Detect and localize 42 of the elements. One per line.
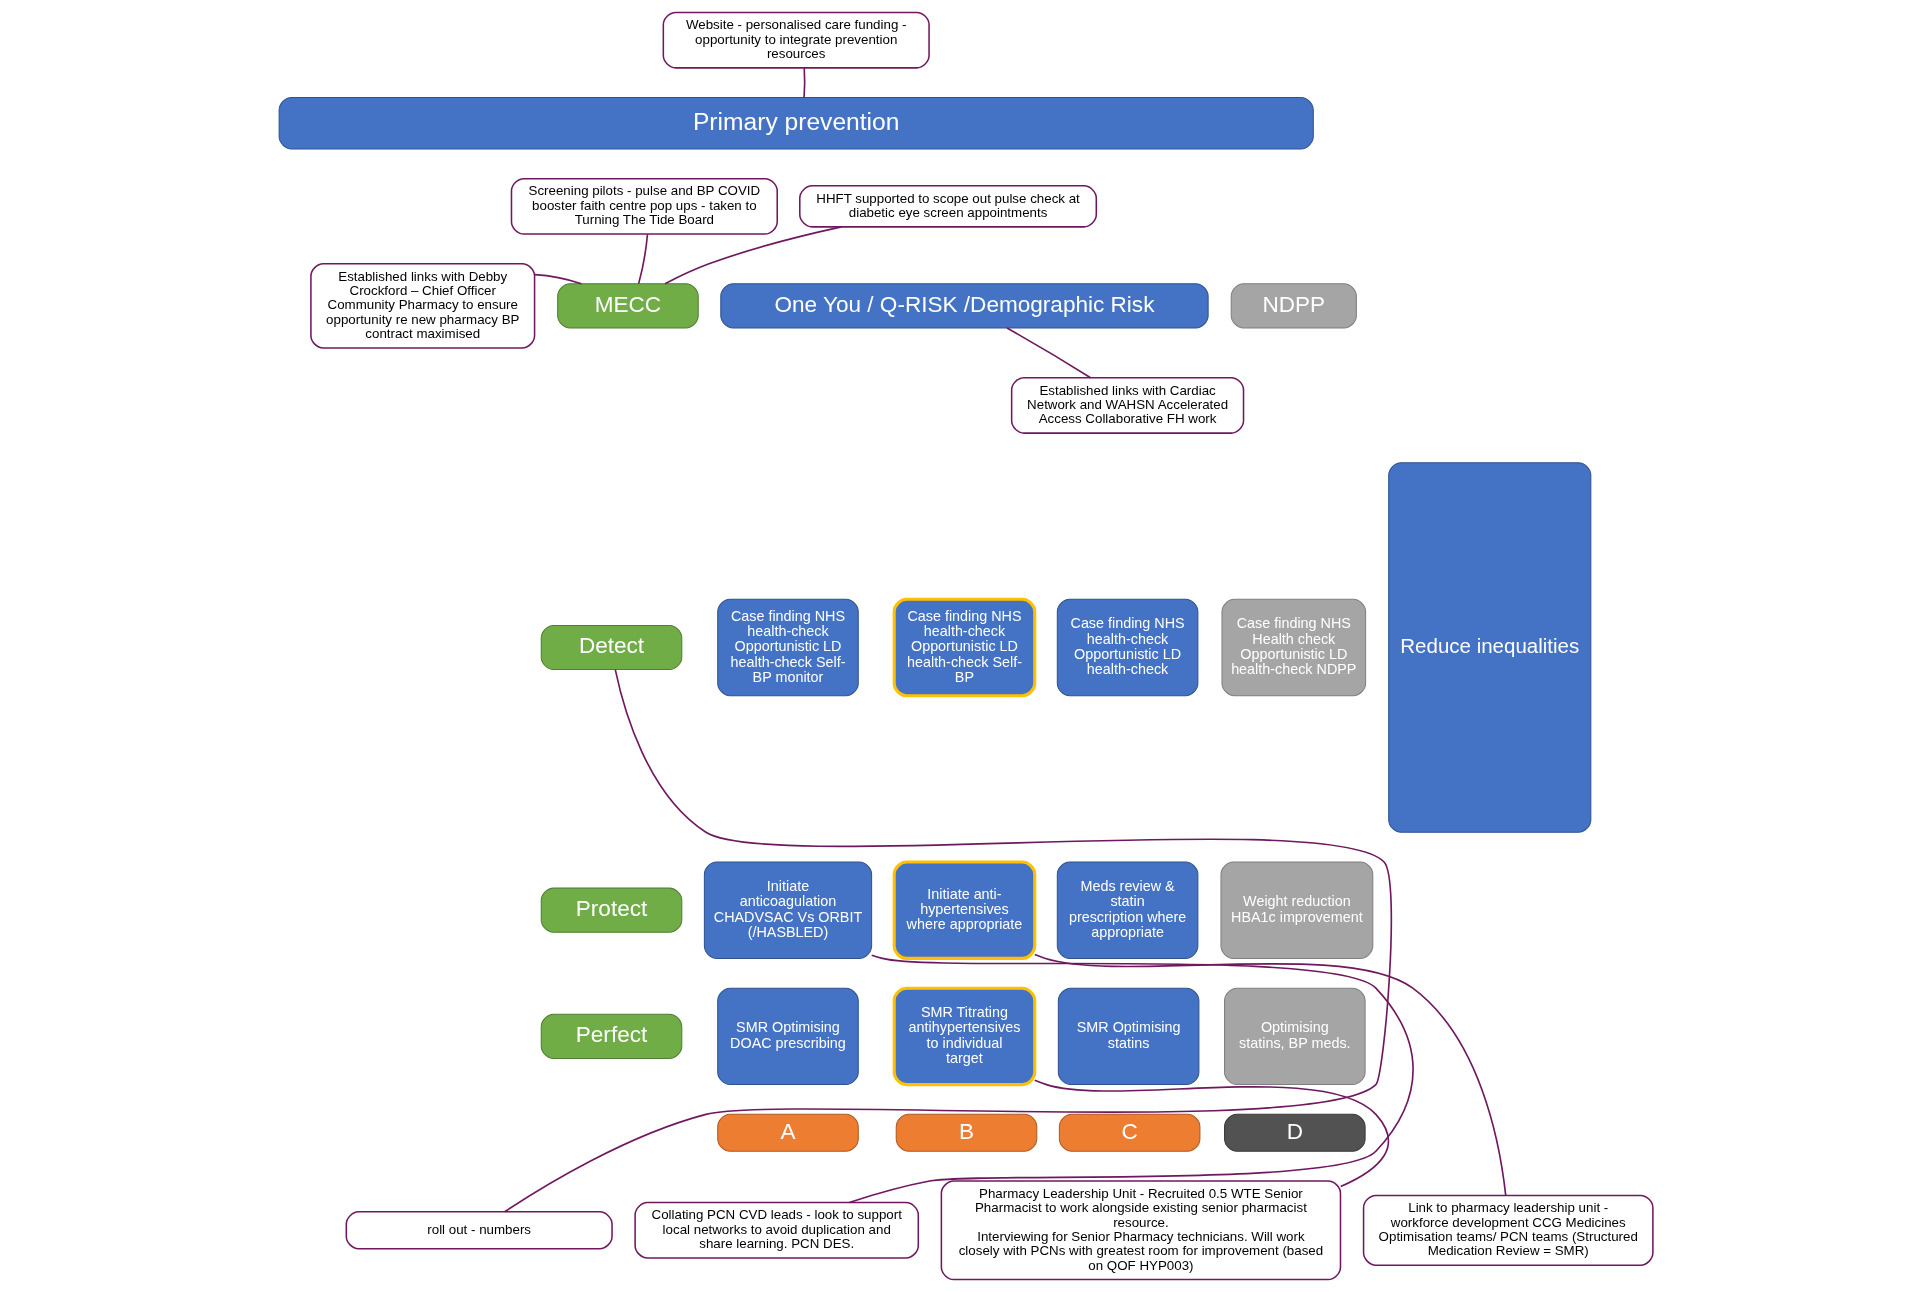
node-box: Reduce inequalities: [1387, 462, 1591, 833]
node-box: SMR Optimising statins: [1057, 987, 1199, 1086]
node-box: Initiate anticoagulation CHADVSAC Vs ORBIT (/HASBLED): [703, 861, 872, 959]
connector: [533, 273, 582, 285]
node-box: Established links with Debby Crockford – Chief Officer Community Pharmacy to ensure opportunity re new pharmacy BP contract maximised: [309, 263, 535, 349]
node-box: Protect: [540, 887, 682, 933]
node-box: Collating PCN CVD leads - look to support local networks to avoid duplication and share learning. PCN DES.: [633, 1201, 919, 1259]
node-box: Established links with Cardiac Network and WAHSN Accelerated Access Collaborative FH work: [1010, 376, 1244, 434]
node-box: SMR Titrating antihypertensives to individual target: [892, 986, 1036, 1087]
connector: [847, 954, 1414, 1204]
connector: [1005, 327, 1091, 379]
node-box: C: [1058, 1113, 1200, 1152]
node-box: roll out - numbers: [345, 1211, 613, 1250]
node-box: Case finding NHS Health check Opportunistic LD health-check NDPP: [1220, 598, 1366, 697]
node-box: Case finding NHS health-check Opportunistic LD health-check Self-BP: [892, 597, 1036, 698]
connector: [637, 233, 648, 285]
node-box: Detect: [540, 624, 682, 671]
node-box: Primary prevention: [278, 97, 1314, 150]
node-box: SMR Optimising DOAC prescribing: [716, 987, 859, 1086]
node-box: D: [1223, 1113, 1366, 1152]
node-box: NDPP: [1230, 283, 1357, 329]
connector: [1033, 1079, 1389, 1188]
node-box: Initiate anti-hypertensives where appropriate: [892, 860, 1036, 960]
connector: [663, 226, 842, 285]
node-box: Website - personalised care funding - opportunity to integrate prevention resources: [662, 11, 930, 69]
connector: [1033, 953, 1507, 1197]
node-box: B: [895, 1113, 1037, 1152]
node-box: Case finding NHS health-check Opportunistic LD health-check Self-BP monitor: [716, 598, 859, 697]
node-box: A: [716, 1113, 859, 1152]
node-box: Pharmacy Leadership Unit - Recruited 0.5 WTE Senior Pharmacist to work alongside existing senior pharmacist resource. Interviewing for Senior Pharmacy technicians. Will work closely with PCNs with greatest room for improvement (based on QOF HYP003): [940, 1180, 1341, 1281]
node-box: Meds review & statin prescription where appropriate: [1056, 861, 1198, 959]
node-box: MECC: [556, 283, 699, 329]
node-box: HHFT supported to scope out pulse check at diabetic eye screen appointments: [798, 185, 1097, 228]
node-box: Perfect: [540, 1013, 682, 1059]
node-box: Screening pilots - pulse and BP COVID booster faith centre pop ups - taken to Turning The Tide Board: [510, 177, 778, 235]
connector: [503, 668, 1392, 1213]
node-box: Weight reduction HBA1c improvement: [1219, 861, 1373, 959]
node-box: Link to pharmacy leadership unit - workforce development CCG Medicines Optimisation teams/ PCN teams (Structured Medication Review = SMR): [1362, 1194, 1654, 1266]
node-box: Optimising statins, BP meds.: [1223, 987, 1366, 1086]
node-box: One You / Q-RISK /Demographic Risk: [719, 283, 1209, 329]
node-box: Case finding NHS health-check Opportunistic LD health-check: [1056, 598, 1198, 697]
connector: [802, 67, 805, 99]
